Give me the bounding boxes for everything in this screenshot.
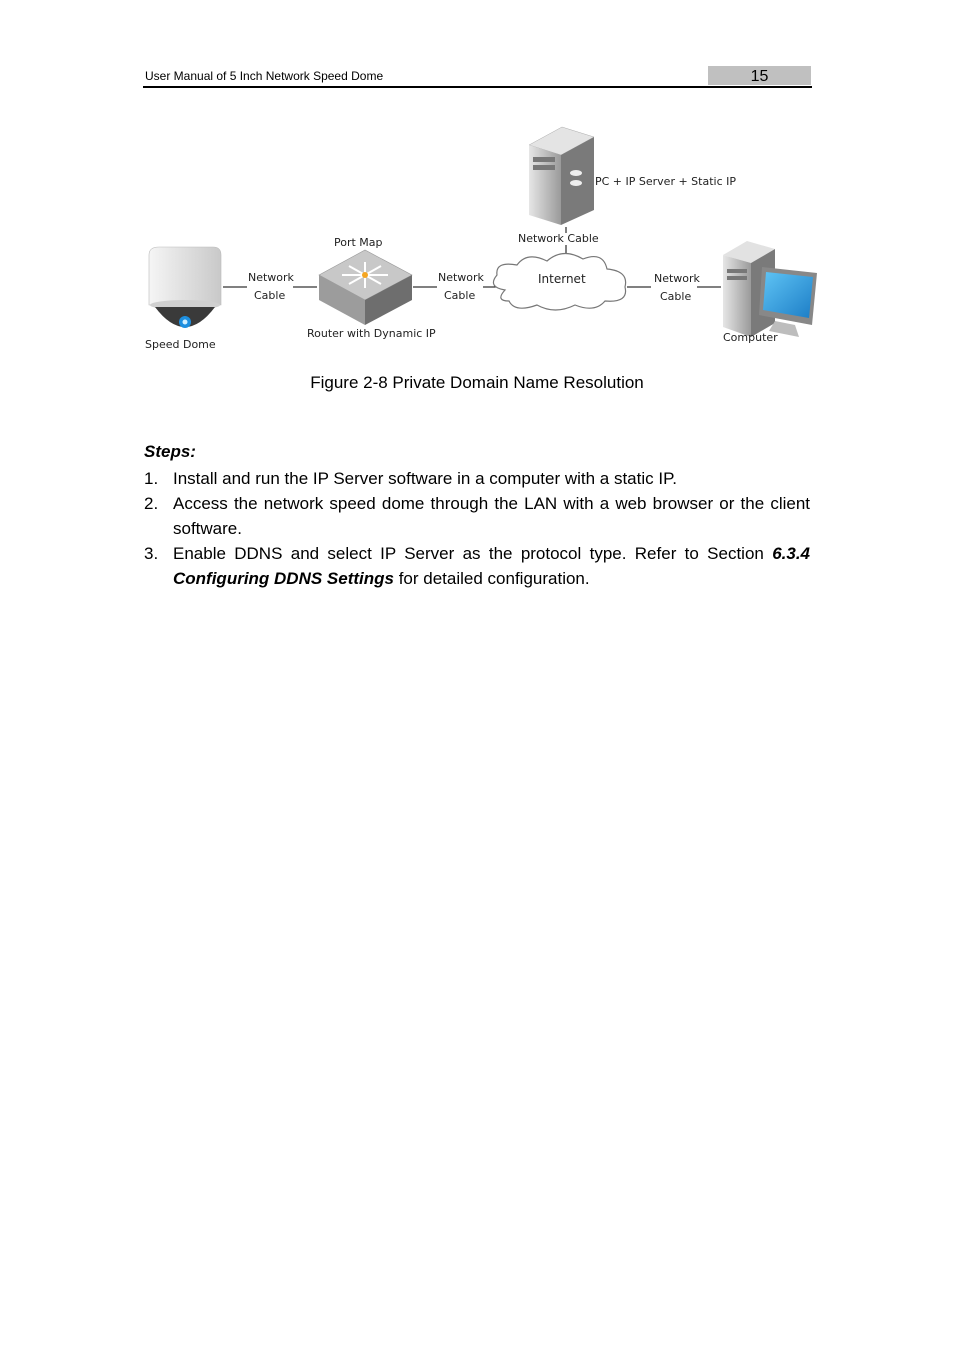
internet-cloud-icon bbox=[492, 252, 627, 311]
computer-icon bbox=[723, 241, 817, 337]
network-cable-top-label: Network Cable bbox=[518, 232, 599, 245]
header-divider bbox=[143, 86, 812, 88]
cable3-label-line1: Network bbox=[654, 272, 701, 285]
page-number: 15 bbox=[708, 66, 811, 85]
document-title: User Manual of 5 Inch Network Speed Dome bbox=[145, 69, 384, 83]
step-text: Enable DDNS and select IP Server as the … bbox=[173, 541, 810, 591]
network-diagram: PC + IP Server + Static IP Network Cable… bbox=[145, 126, 817, 351]
pc-server-label: PC + IP Server + Static IP bbox=[595, 175, 736, 188]
list-item: 1. Install and run the IP Server softwar… bbox=[144, 466, 810, 491]
cable3-label-line2: Cable bbox=[660, 290, 691, 303]
cable2-label-line2: Cable bbox=[444, 289, 475, 302]
router-label: Router with Dynamic IP bbox=[307, 327, 436, 340]
cable2-label-line1: Network bbox=[438, 271, 485, 284]
internet-label: Internet bbox=[538, 272, 586, 286]
steps-list: 1. Install and run the IP Server softwar… bbox=[144, 466, 810, 591]
step-number: 3. bbox=[144, 544, 159, 563]
list-item: 2. Access the network speed dome through… bbox=[144, 491, 810, 541]
figure-caption: Figure 2-8 Private Domain Name Resolutio… bbox=[310, 373, 644, 392]
cable1-label-line2: Cable bbox=[254, 289, 285, 302]
speed-dome-icon bbox=[148, 246, 222, 328]
step-text-before: Enable DDNS and select IP Server as the … bbox=[173, 544, 773, 563]
cable-lines bbox=[223, 227, 721, 288]
server-icon bbox=[528, 126, 595, 225]
step-number: 2. bbox=[144, 494, 159, 513]
section-reference: 6.3.4 Configuring DDNS Settings bbox=[173, 544, 810, 588]
steps-heading: Steps: bbox=[144, 442, 196, 461]
list-item: 3. Enable DDNS and select IP Server as t… bbox=[144, 541, 810, 591]
cable1-label-line1: Network bbox=[248, 271, 295, 284]
step-text: Access the network speed dome through th… bbox=[173, 494, 810, 538]
speed-dome-label: Speed Dome bbox=[145, 338, 216, 351]
computer-label: Computer bbox=[723, 331, 778, 344]
step-text-after: for detailed configuration. bbox=[393, 569, 590, 588]
step-number: 1. bbox=[144, 469, 159, 488]
router-icon bbox=[318, 249, 413, 325]
port-map-label: Port Map bbox=[334, 236, 383, 249]
step-text: Install and run the IP Server software i… bbox=[173, 469, 677, 488]
